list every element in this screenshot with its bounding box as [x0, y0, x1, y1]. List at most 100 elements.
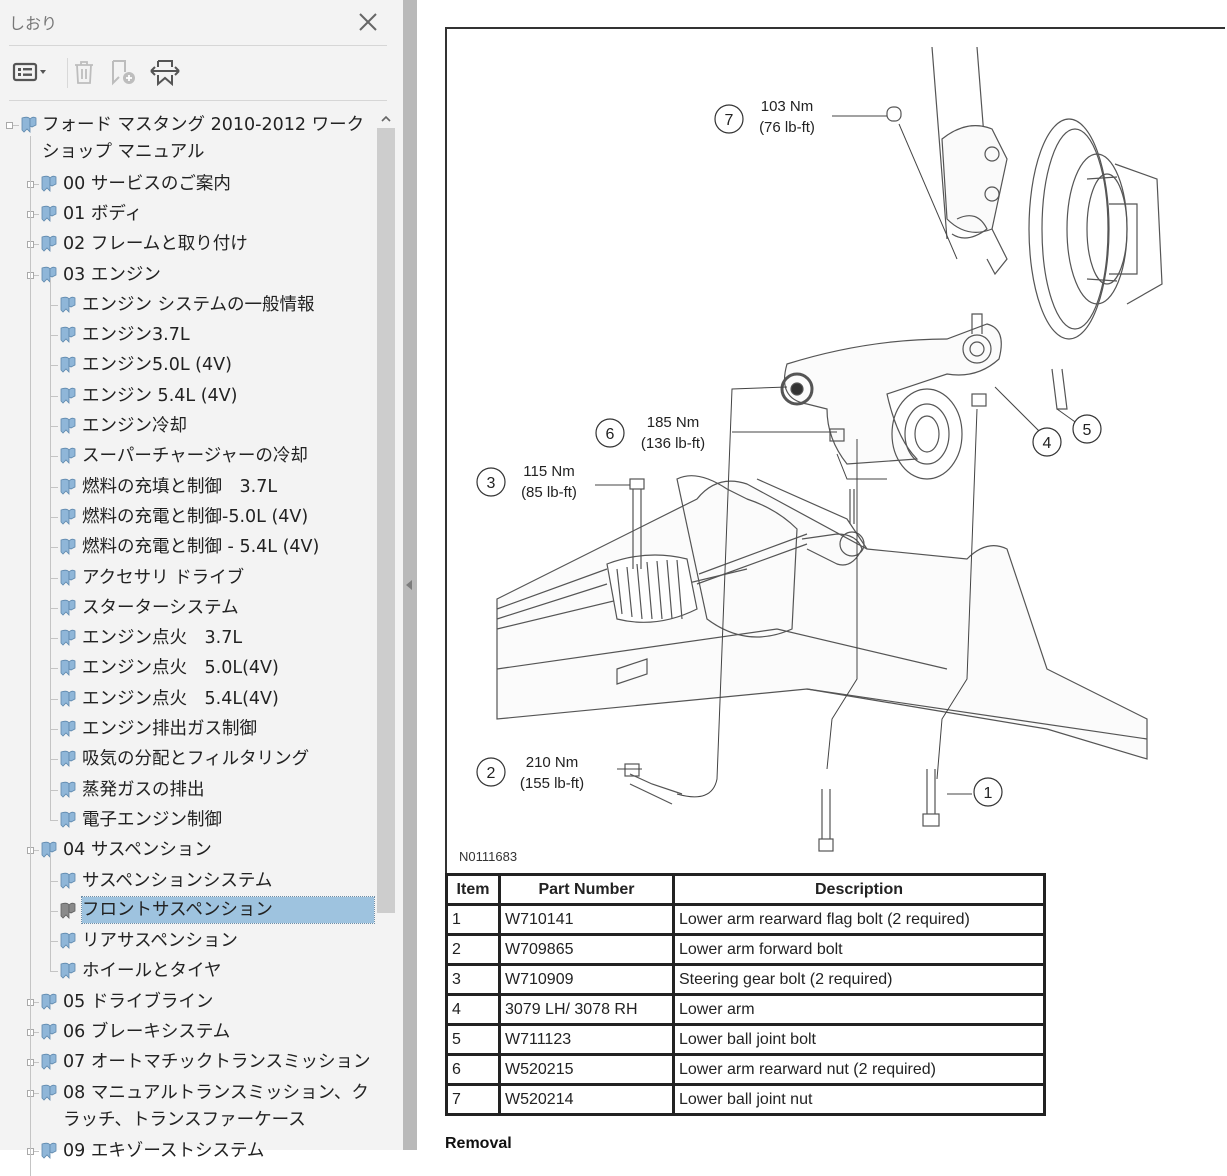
expand-current-bookmark-button[interactable] [148, 56, 182, 88]
bookmark-item[interactable]: エンジン排出ガス制御 [0, 714, 376, 744]
bookmark-item[interactable]: アクセサリ ドライブ [0, 563, 376, 593]
bookmark-item[interactable]: スーパーチャージャーの冷却 [0, 441, 376, 471]
cell-item: 4 [445, 993, 501, 1026]
bookmark-item[interactable]: エンジン冷却 [0, 411, 376, 441]
cell-description: Lower arm rearward nut (2 required) [672, 1053, 1046, 1086]
bookmark-item[interactable]: フロントサスペンション [0, 895, 376, 926]
bookmark-item[interactable]: 吸気の分配とフィルタリング [0, 744, 376, 774]
panel-resize-divider[interactable] [403, 0, 417, 1150]
tree-connector [50, 577, 58, 579]
bookmark-item[interactable]: 05 ドライブライン [0, 987, 376, 1017]
bookmark-item[interactable]: エンジン点火 5.4L(4V) [0, 684, 376, 714]
tree-connector [50, 304, 58, 306]
bookmark-label: ホイールとタイヤ [82, 961, 222, 982]
figure-frame: 7 103 Nm (76 lb-ft) 6 185 Nm (136 lb-ft)… [445, 27, 1225, 873]
bookmark-item[interactable]: 02 フレームと取り付け [0, 229, 376, 259]
callout-number: 4 [1043, 435, 1052, 452]
tree-connector [34, 1001, 39, 1003]
new-bookmark-button[interactable] [108, 56, 140, 88]
bookmark-item[interactable]: ホイールとタイヤ [0, 956, 376, 986]
bookmark-item[interactable]: 電子エンジン制御 [0, 805, 376, 835]
bookmark-item[interactable]: 燃料の充填と制御 3.7L [0, 472, 376, 502]
bookmark-icon [60, 357, 76, 374]
bookmark-label: 03 エンジン [63, 264, 161, 285]
section-heading: Removal [445, 1135, 512, 1152]
tree-connector [50, 729, 58, 730]
bookmark-item[interactable]: 燃料の充電と制御-5.0L (4V) [0, 502, 376, 532]
bookmark-item[interactable]: 03 エンジン [0, 260, 376, 290]
bookmark-item[interactable]: 01 ボディ [0, 199, 376, 229]
bookmark-icon [60, 387, 76, 404]
cell-part-number: W520214 [498, 1083, 675, 1116]
expand-toggle-icon[interactable] [6, 122, 13, 129]
bookmark-label: エンジン点火 3.7L [82, 628, 243, 649]
callout-number: 6 [606, 426, 615, 443]
callout-imperial: (136 lb-ft) [641, 435, 705, 452]
tree-connector [50, 638, 58, 640]
callout-torque: 210 Nm [526, 754, 579, 771]
bookmark-label: 電子エンジン制御 [82, 809, 222, 830]
callout-imperial: (76 lb-ft) [759, 119, 815, 136]
callout-circle [973, 777, 1003, 807]
bookmark-label: リアサスペンション [82, 931, 238, 952]
bookmark-item[interactable]: エンジン システムの一般情報 [0, 290, 376, 320]
cell-item: 3 [445, 963, 501, 996]
delete-bookmark-button[interactable] [70, 56, 98, 88]
callout-circle [714, 104, 744, 134]
bookmark-item[interactable]: 04 サスペンション [0, 835, 376, 865]
callout-circle [595, 418, 625, 448]
bookmark-item[interactable]: フォード マスタング 2010-2012 ワークショップ マニュアル [0, 110, 376, 169]
bookmark-label: 01 ボディ [63, 203, 143, 224]
scrollbar-thumb[interactable] [377, 128, 395, 913]
bookmark-label: 09 エキゾーストシステム [63, 1141, 265, 1162]
bookmark-label: 燃料の充填と制御 3.7L [82, 476, 278, 497]
bookmark-item[interactable]: エンジン3.7L [0, 320, 376, 350]
bookmark-icon [41, 235, 57, 253]
cell-part-number: W710909 [498, 963, 675, 996]
bookmark-item[interactable]: エンジン点火 3.7L [0, 623, 376, 653]
tree-connector [50, 486, 58, 488]
bookmark-item[interactable]: リアサスペンション [0, 926, 376, 956]
cell-part-number: W711123 [498, 1023, 675, 1056]
bookmark-item[interactable]: エンジン 5.4L (4V) [0, 381, 376, 411]
bookmark-item[interactable]: スターターシステム [0, 593, 376, 623]
bookmark-item[interactable]: 燃料の充電と制御 - 5.4L (4V) [0, 532, 376, 562]
cell-part-number: W709865 [498, 933, 675, 966]
callout-5: 5 [1072, 414, 1102, 444]
bookmark-icon [60, 932, 76, 950]
bookmark-icon [60, 326, 76, 344]
cell-item: 5 [445, 1023, 501, 1056]
cell-part-number: W520215 [498, 1053, 675, 1086]
collapse-panel-arrow-icon[interactable] [406, 580, 412, 590]
bookmark-item[interactable]: 09 エキゾーストシステム [0, 1136, 376, 1166]
callout-torque: 115 Nm [523, 463, 574, 480]
tree-connector [34, 244, 39, 246]
callout-circle [1072, 414, 1102, 444]
bookmark-label: 燃料の充電と制御-5.0L (4V) [82, 506, 309, 527]
bookmark-item[interactable]: 00 サービスのご案内 [0, 169, 376, 199]
tree-connector [50, 335, 58, 337]
bookmark-label: 00 サービスのご案内 [63, 173, 231, 194]
options-menu-button[interactable] [8, 56, 52, 88]
bookmark-item[interactable]: 蒸発ガスの排出 [0, 775, 376, 805]
bookmark-label: 吸気の分配とフィルタリング [82, 749, 310, 770]
tree-connector [50, 365, 58, 367]
bookmark-item[interactable]: エンジン点火 5.0L(4V) [0, 653, 376, 683]
tree-connector [34, 1151, 39, 1153]
bookmark-item[interactable]: サスペンションシステム [0, 866, 376, 896]
divider [9, 45, 387, 46]
bookmark-item[interactable]: 08 マニュアルトランスミッション、クラッチ、トランスファーケース [0, 1078, 376, 1137]
callout-4: 4 [1032, 427, 1062, 457]
bookmark-item[interactable]: 06 ブレーキシステム [0, 1017, 376, 1047]
scroll-up-button[interactable] [377, 110, 395, 128]
bookmark-icon [41, 266, 57, 283]
bookmark-label: エンジン システムの一般情報 [82, 294, 315, 315]
list-options-icon [12, 62, 46, 82]
bookmark-item[interactable]: エンジン5.0L (4V) [0, 350, 376, 380]
bookmark-item[interactable]: 07 オートマチックトランスミッション [0, 1047, 376, 1077]
close-panel-button[interactable] [356, 10, 380, 34]
cell-description: Lower arm [672, 993, 1046, 1026]
bookmark-label: エンジン点火 5.4L(4V) [82, 688, 279, 709]
